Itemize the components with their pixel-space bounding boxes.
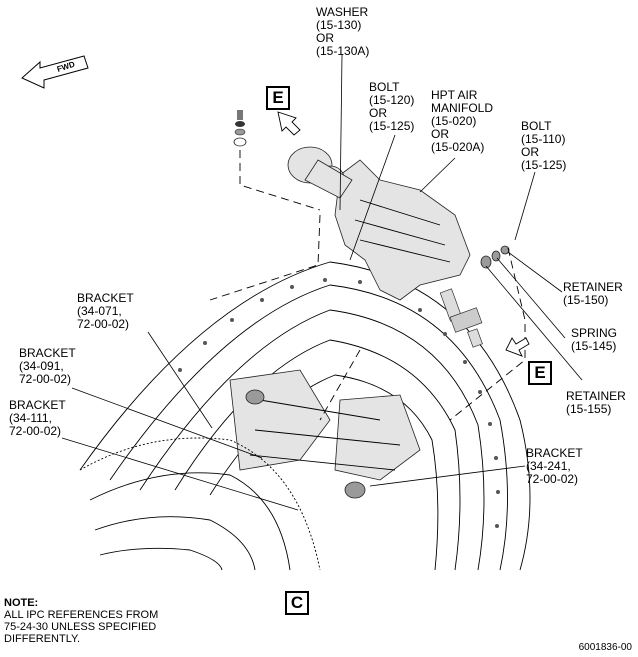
note-body: ALL IPC REFERENCES FROM 75-24-30 UNLESS … (4, 609, 159, 645)
callout-bracket-34-241: BRACKET (34-241, 72-00-02) (526, 446, 583, 486)
leader-lines (61, 54, 583, 511)
callout-bolt-15-120: BOLT (15-120) OR (15-125) (369, 80, 415, 133)
callout-bolt-15-110: BOLT (15-110) OR (15-125) (521, 119, 567, 172)
view-marker-e-top: E (266, 86, 290, 110)
view-e-arrow-right-icon (505, 337, 530, 357)
figure-number: 6001836-00 (578, 642, 632, 653)
callout-washer: WASHER (15-130) OR (15-130A) (316, 5, 370, 58)
callout-bracket-34-111: BRACKET (34-111, 72-00-02) (9, 398, 66, 438)
view-e-arrow-top-icon (277, 111, 301, 136)
callout-retainer-15-155: RETAINER (15-155) (566, 389, 626, 416)
callout-bracket-34-071: BRACKET (34-071, 72-00-02) (77, 291, 134, 331)
callout-bracket-34-091: BRACKET (34-091, 72-00-02) (19, 346, 76, 386)
callout-spring-15-145: SPRING (15-145) (571, 326, 618, 353)
callout-retainer-15-150: RETAINER (15-150) (563, 280, 623, 307)
fwd-arrow-icon: FWD (21, 55, 89, 89)
spring-retainer-parts (439, 245, 510, 348)
view-marker-c: C (285, 591, 309, 615)
note-title: NOTE: (4, 597, 39, 609)
engine-case (79, 261, 531, 571)
view-marker-e-right: E (528, 361, 552, 385)
callout-hpt-air-manifold: HPT AIR MANIFOLD (15-020) OR (15-020A) (431, 88, 494, 154)
bolt-stack-top (233, 110, 247, 147)
